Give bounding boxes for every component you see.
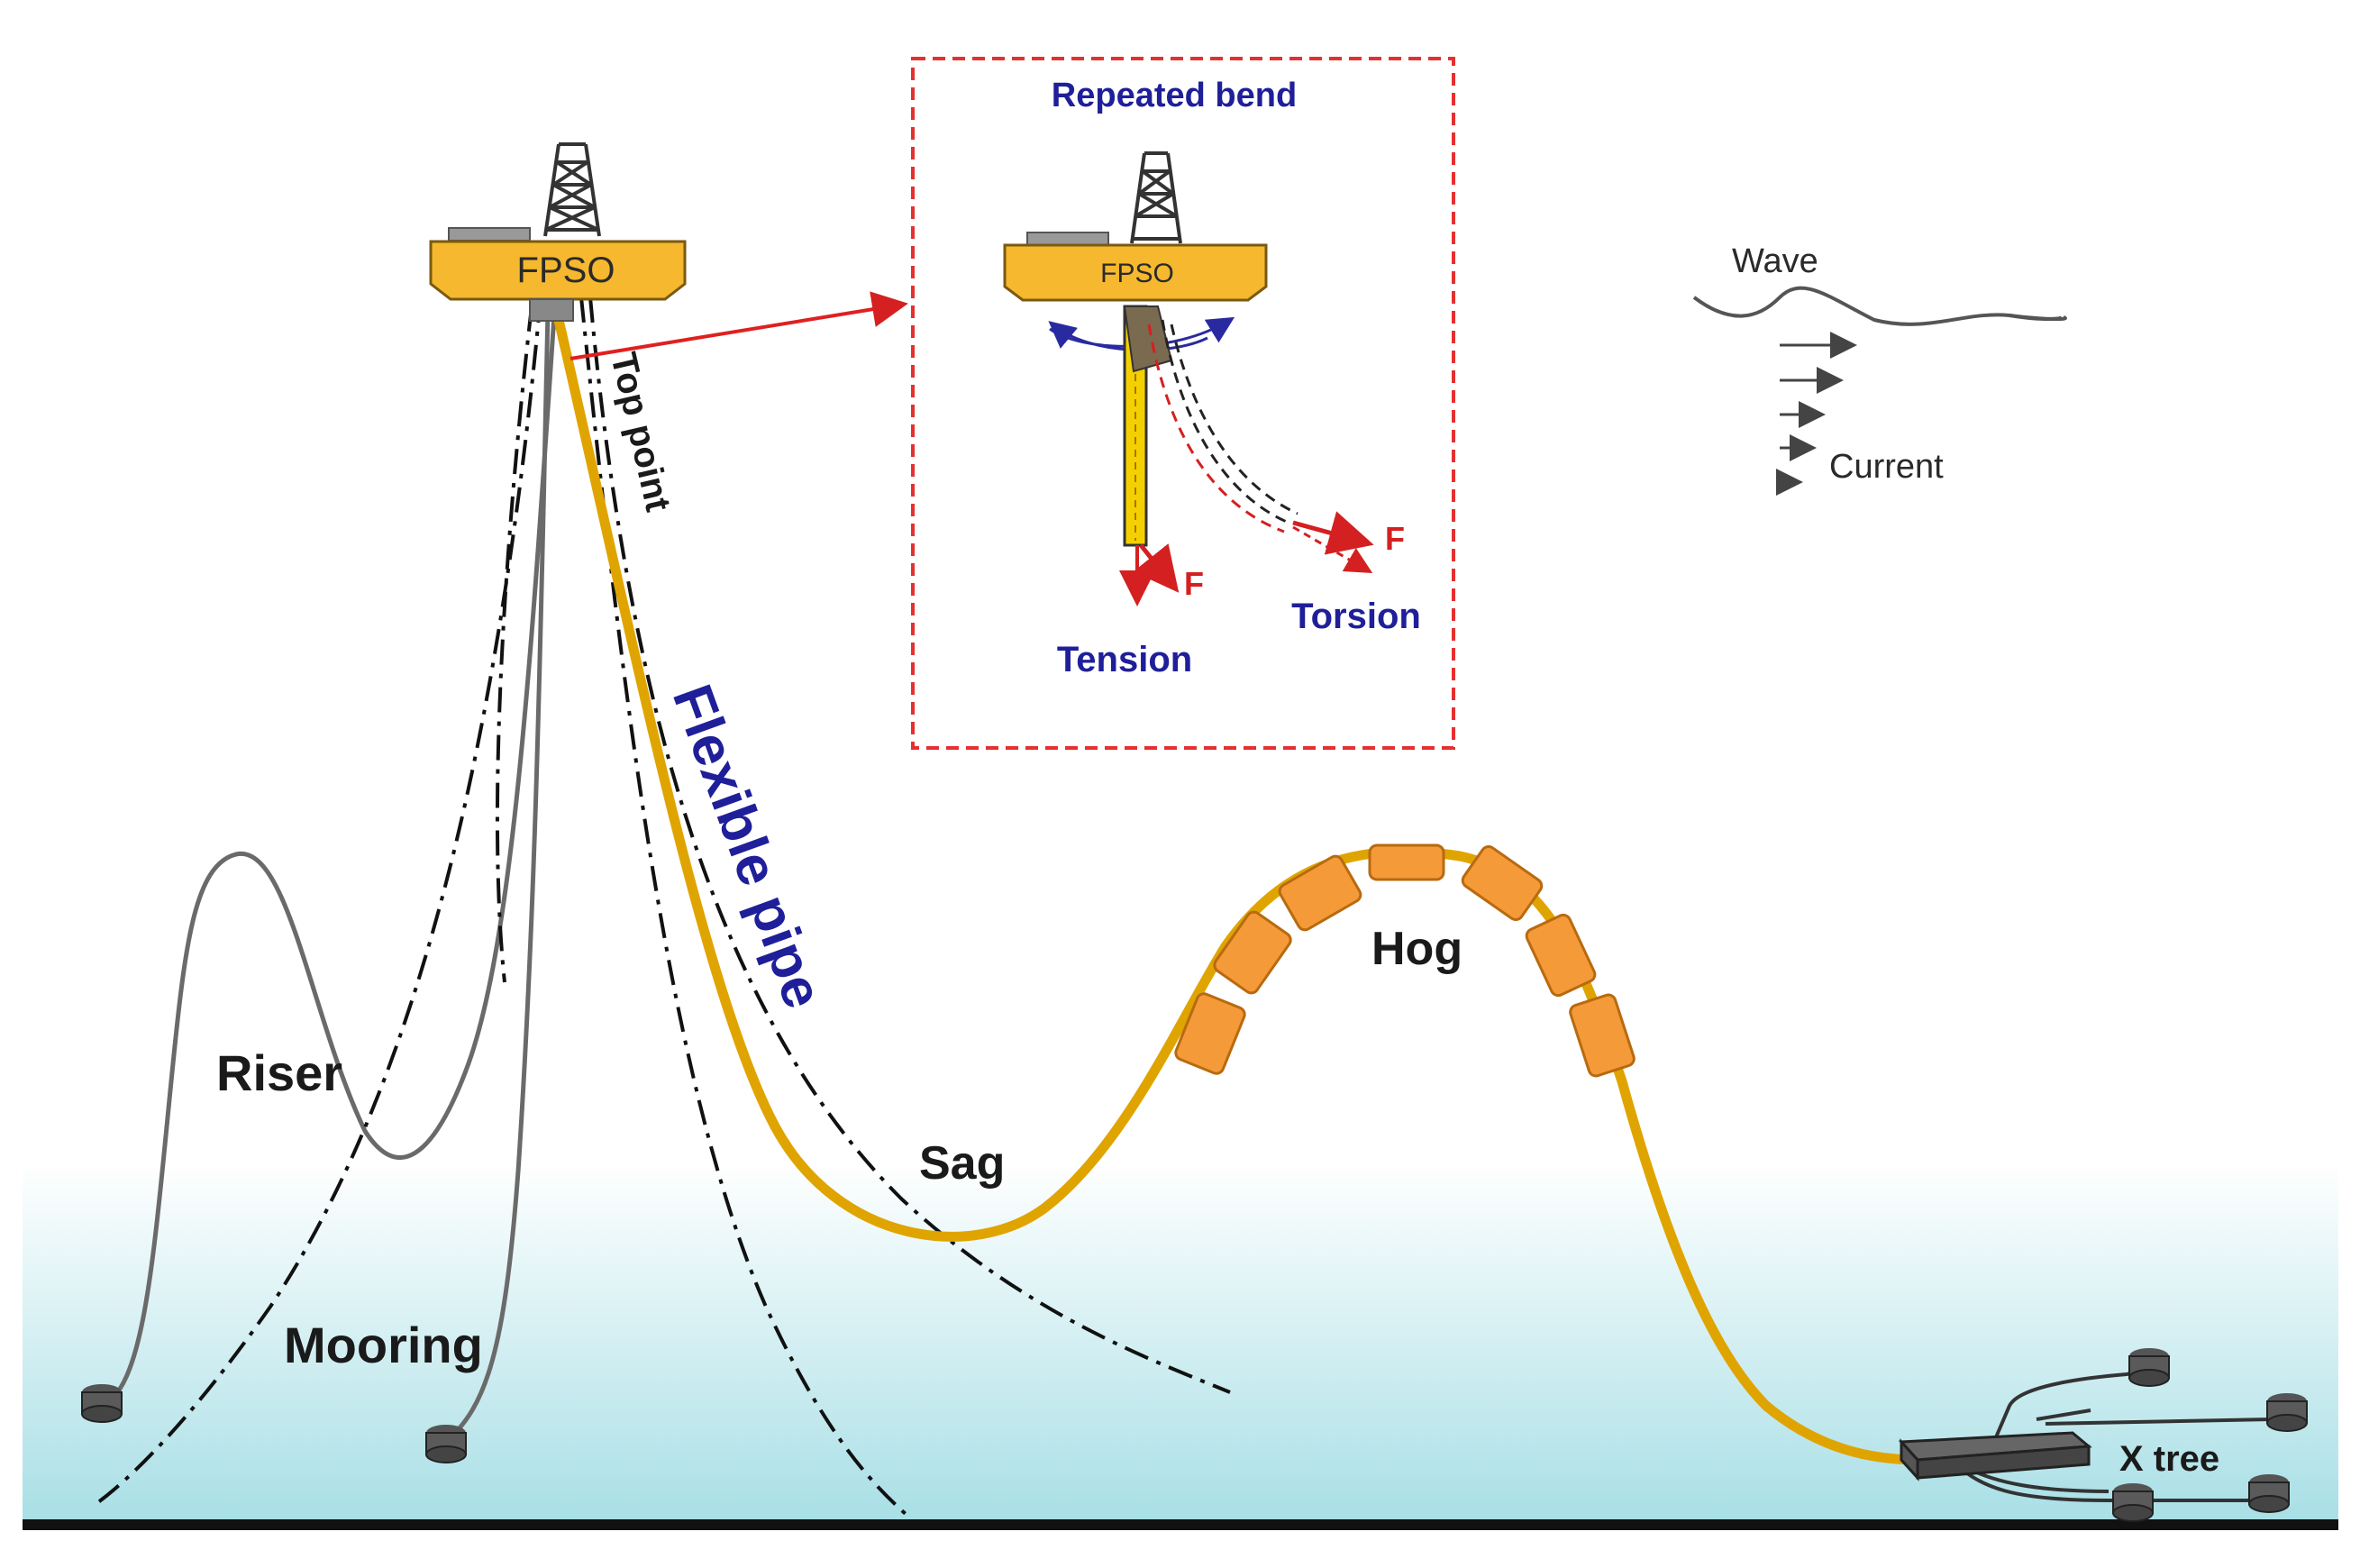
fpso-hull	[429, 240, 687, 301]
mooring-label: Mooring	[284, 1317, 483, 1373]
tension-force-arrow	[1133, 543, 1180, 593]
buoyancy-module	[1461, 844, 1544, 922]
buoyancy-module	[1174, 992, 1246, 1075]
inset-fpso: FPSO	[1003, 151, 1268, 302]
fpso-label: FPSO	[517, 251, 615, 290]
inset-pipe-curved	[1161, 319, 1289, 524]
torsion-force-arrow-2	[1292, 525, 1373, 574]
inset-stiffener	[1123, 305, 1173, 373]
torsion-force-label: F	[1385, 520, 1405, 557]
current-label: Current	[1829, 448, 1944, 486]
current-arrows	[1776, 332, 1857, 496]
buoyancy-module	[1368, 843, 1445, 881]
inset-pipe-curved-2	[1147, 324, 1285, 533]
wave-label: Wave	[1732, 242, 1818, 280]
anchor-block-icon	[2266, 1393, 2308, 1432]
inset-fpso-label: FPSO	[1100, 259, 1174, 288]
mooring-line-center	[579, 296, 907, 1516]
sag-label: Sag	[919, 1137, 1005, 1190]
anchor-block-icon	[2112, 1483, 2154, 1522]
hog-label: Hog	[1371, 923, 1462, 975]
riser-label: Riser	[216, 1044, 342, 1101]
repeated-bend-label: Repeated bend	[1052, 77, 1297, 114]
buoyancy-module	[1213, 910, 1292, 995]
torsion-force-arrow	[1292, 511, 1374, 555]
buoyancy-modules	[1174, 843, 1636, 1078]
anchor-block-icon	[2128, 1348, 2170, 1387]
buoyancy-module	[1525, 913, 1597, 998]
derrick-icon	[543, 142, 601, 237]
flexible-pipe-label: Flexible pipe	[661, 677, 834, 1016]
torsion-label: Torsion	[1291, 597, 1421, 636]
tension-label: Tension	[1057, 640, 1192, 679]
seabed-line	[23, 1519, 2338, 1530]
buoyancy-module	[1569, 993, 1636, 1078]
anchor-block-icon	[81, 1384, 123, 1423]
tension-force-label: F	[1184, 565, 1204, 602]
inset-deck-block	[1026, 232, 1109, 246]
inset-pointer-arrow	[569, 291, 908, 360]
inset-pipe-curved-3	[1170, 324, 1298, 515]
mooring-line-left	[93, 296, 542, 1507]
fpso-deck-block	[448, 227, 531, 242]
wave-line	[1692, 286, 2067, 326]
anchor-block-icon	[425, 1425, 467, 1463]
turret	[529, 298, 574, 322]
riser-line	[100, 315, 557, 1408]
inset-frame	[911, 57, 1455, 750]
fpso-vessel: FPSO	[429, 142, 687, 322]
x-tree-manifold	[1898, 1368, 2272, 1502]
riser-line-2	[444, 310, 551, 1444]
wave-line-tail	[2009, 314, 2064, 322]
buoyancy-module	[1278, 854, 1362, 932]
anchor-block-icon	[2248, 1474, 2290, 1513]
mooring-line-left-2	[495, 305, 533, 983]
derrick-icon	[1130, 151, 1182, 244]
inset-fpso-hull	[1003, 243, 1268, 302]
x-tree-label: X tree	[2119, 1439, 2219, 1479]
